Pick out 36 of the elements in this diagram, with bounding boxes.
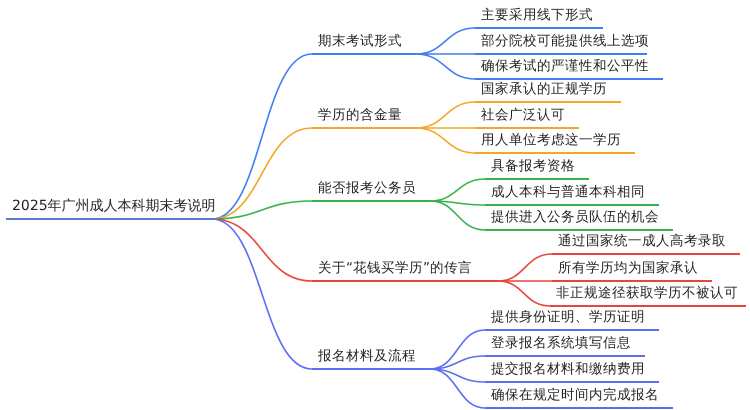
topic-label: 提供身份证明、学历证明 xyxy=(485,305,659,331)
branch-line xyxy=(212,218,312,370)
branch-line xyxy=(430,355,486,370)
branch-line xyxy=(498,280,552,282)
branch-line xyxy=(212,218,312,282)
branch-line xyxy=(430,368,486,409)
branch-line xyxy=(416,127,475,129)
topic-label: 关于“花钱买学历”的传言 xyxy=(312,256,498,282)
branch-line xyxy=(212,200,312,220)
topic-label: 国家承认的正规学历 xyxy=(475,77,621,103)
topic-label: 通过国家统一成人高考录取 xyxy=(552,229,740,255)
topic-label: 能否报考公务员 xyxy=(312,176,430,202)
topic-label: 提交报名材料和缴纳费用 xyxy=(485,357,659,383)
topic-label: 登录报名系统填写信息 xyxy=(485,331,645,357)
branch-line xyxy=(430,200,486,206)
topic-label: 提供进入公务员队伍的机会 xyxy=(485,205,673,231)
topic-label: 社会广泛认可 xyxy=(475,103,579,129)
topic-label: 所有学历均为国家承认 xyxy=(552,256,712,282)
topic-label: 报名材料及流程 xyxy=(312,344,430,370)
branch-line xyxy=(416,53,475,55)
topic-label: 确保在规定时间内完成报名 xyxy=(485,383,673,409)
branch-line xyxy=(416,53,476,80)
root-topic: 2025年广州成人本科期末考说明 xyxy=(6,194,212,220)
topic-label: 学历的含金量 xyxy=(312,103,416,129)
topic-label: 成人本科与普通本科相同 xyxy=(485,180,659,206)
topic-label: 期末考试形式 xyxy=(312,29,416,55)
topic-label: 非正规途径获取学历不被认可 xyxy=(550,281,746,307)
branch-line xyxy=(430,200,486,231)
branch-line xyxy=(498,280,550,307)
topic-label: 确保考试的严谨性和公平性 xyxy=(475,54,663,80)
branch-line xyxy=(430,368,486,383)
topic-label: 主要采用线下形式 xyxy=(475,3,603,29)
branch-line xyxy=(416,127,476,154)
topic-label: 具备报考资格 xyxy=(485,154,589,180)
topic-label: 用人单位考虑这一学历 xyxy=(475,128,635,154)
topic-label: 部分院校可能提供线上选项 xyxy=(475,29,647,55)
